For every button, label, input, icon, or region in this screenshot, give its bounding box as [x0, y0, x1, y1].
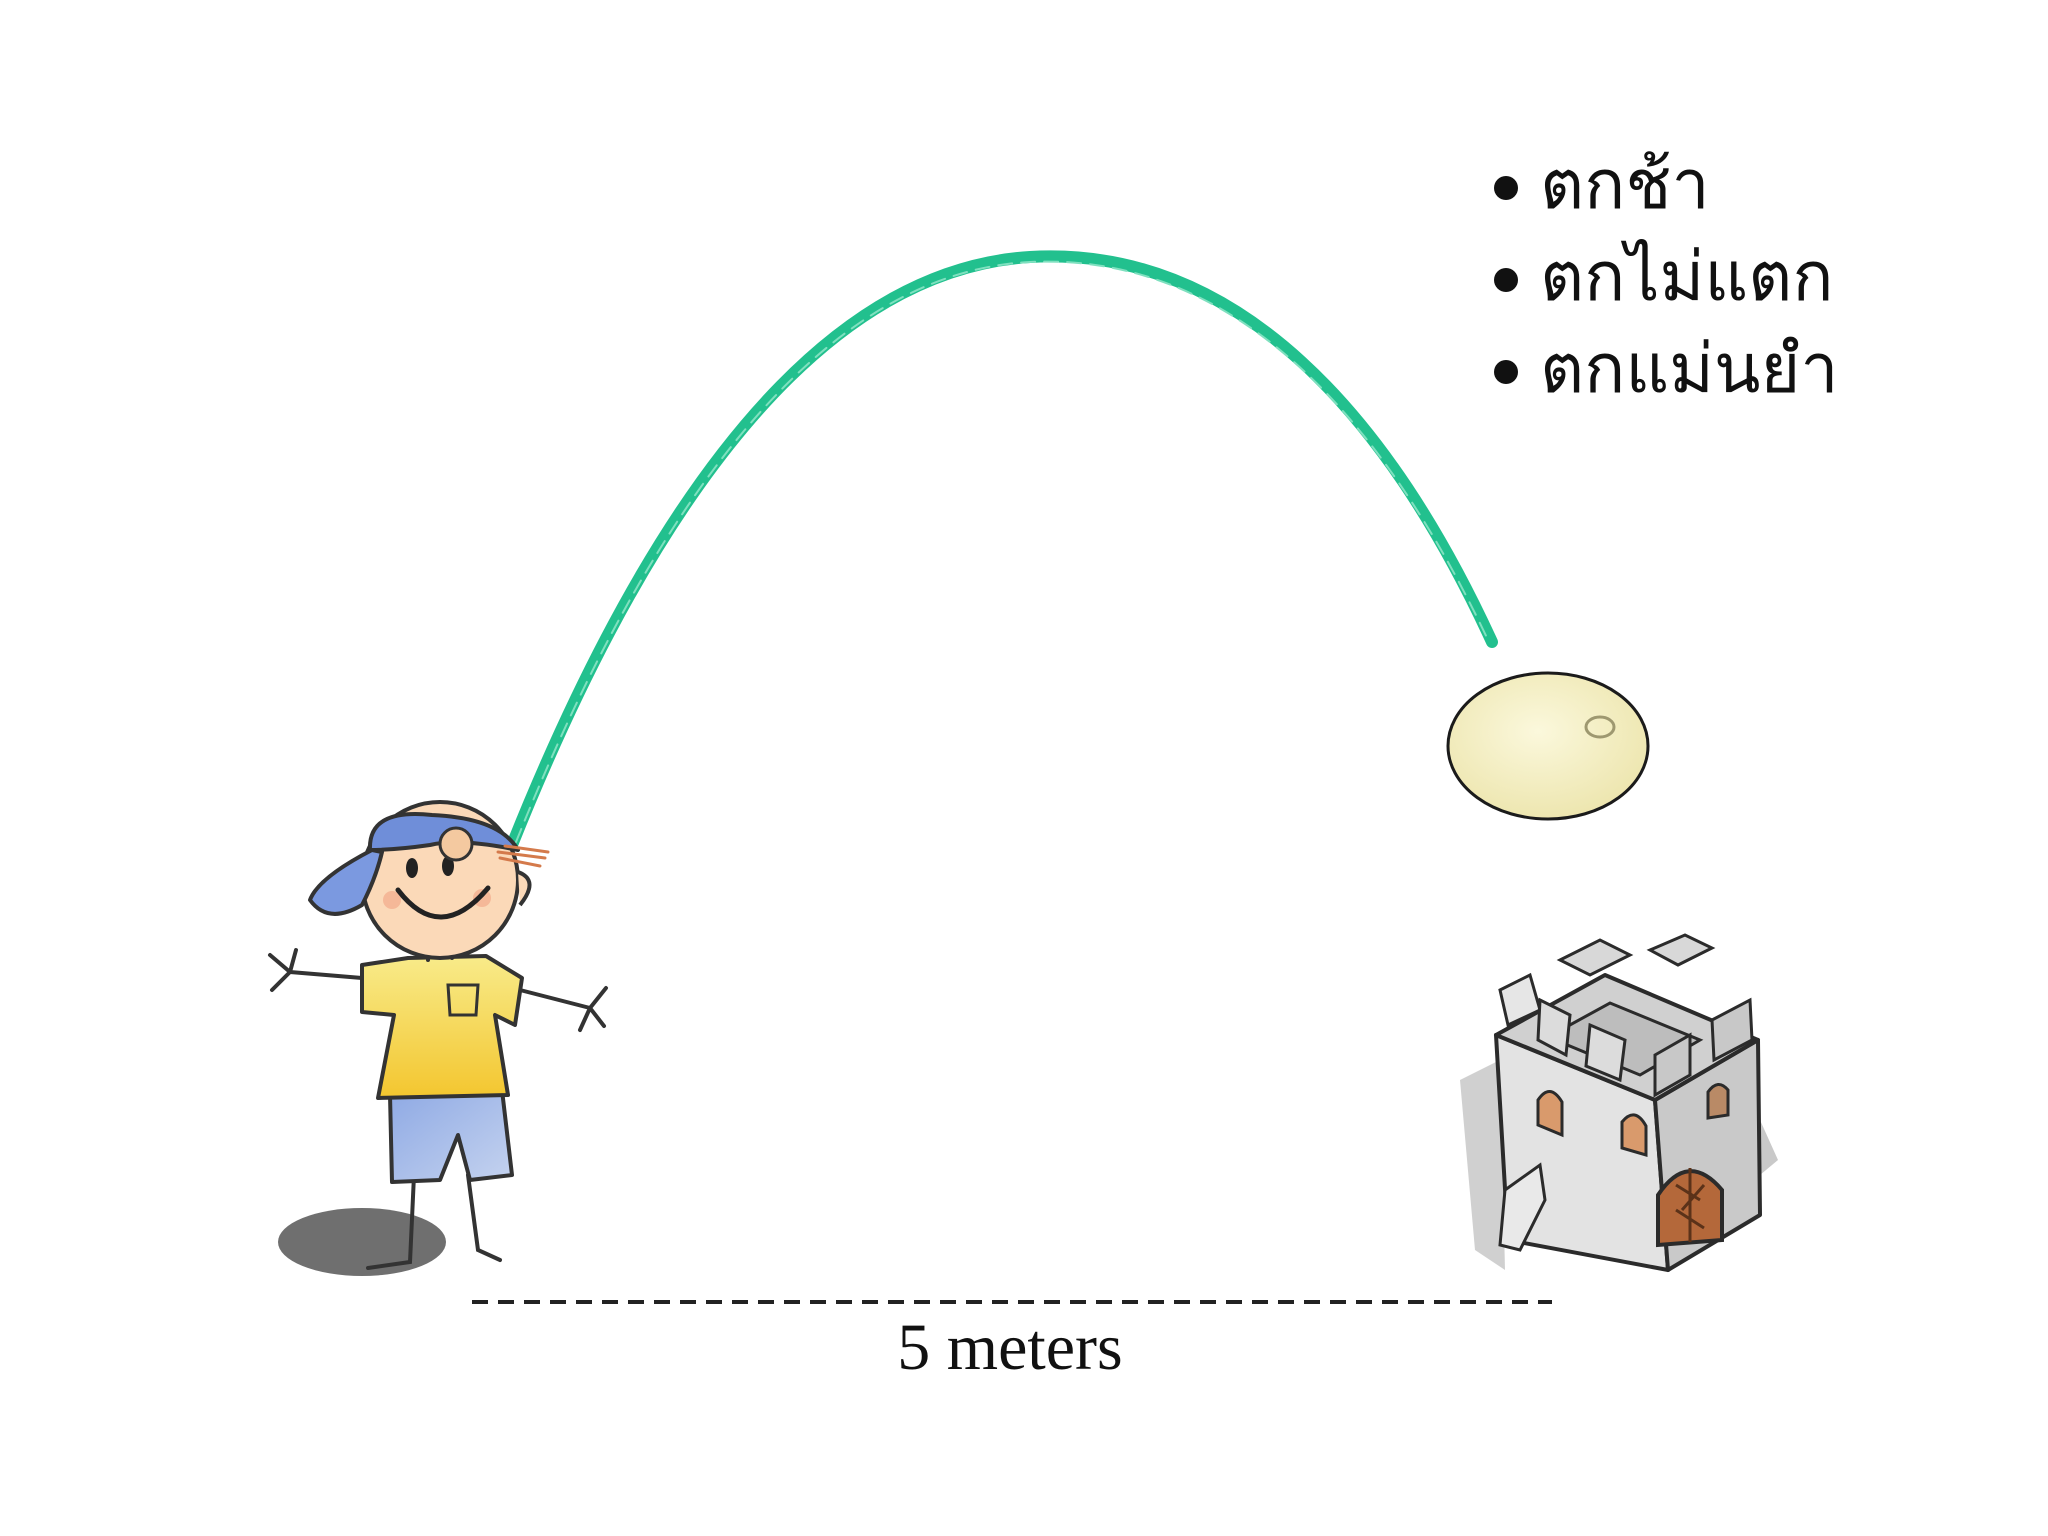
- trajectory-arc-texture: [515, 260, 1489, 843]
- bullet-item: ตกช้า: [1488, 140, 1839, 232]
- distance-label: 5 meters: [897, 1311, 1123, 1384]
- boy-figure: [268, 800, 608, 1276]
- bullet-item: ตกไม่แตก: [1488, 232, 1839, 324]
- boy-shadow: [278, 1208, 446, 1276]
- bullet-item: ตกแม่นยำ: [1488, 324, 1839, 416]
- castle-icon: [1460, 933, 1778, 1272]
- bullet-list: ตกช้า ตกไม่แตก ตกแม่นยำ: [1488, 140, 1839, 416]
- egg-icon: [1446, 671, 1650, 821]
- trajectory-arc: [506, 250, 1498, 851]
